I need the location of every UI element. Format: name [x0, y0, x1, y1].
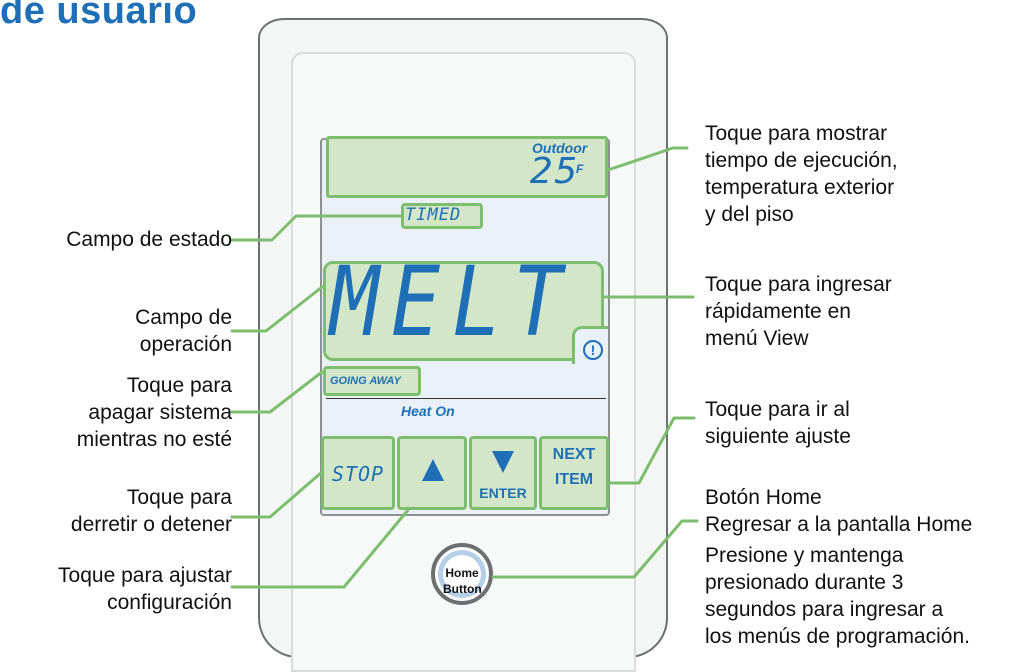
leader-line-stop	[230, 470, 324, 519]
operation-mode-text: MELT	[330, 246, 575, 358]
callout-going-away: Toque para apagar sistema mientras no es…	[76, 374, 232, 451]
outdoor-label: Outdoor	[532, 140, 588, 156]
going-away-label: GOING AWAY	[330, 375, 401, 387]
down-arrow-icon	[492, 451, 514, 473]
next-item-button[interactable]: NEXT ITEM	[539, 436, 609, 510]
callout-operation-field: Campo de operación	[135, 306, 232, 356]
leader-line-outdoor	[606, 146, 689, 172]
callout-status-field: Campo de estado	[66, 228, 232, 251]
divider	[326, 398, 606, 399]
up-arrow-icon	[422, 459, 444, 481]
home-button[interactable]: Home Button	[431, 543, 493, 605]
status-text: TIMED	[405, 205, 462, 225]
heat-status: Heat On	[401, 403, 455, 419]
leader-line-operation	[230, 285, 324, 333]
operation-field[interactable]	[323, 261, 604, 361]
enter-label: ENTER	[479, 485, 527, 501]
home-button-face: Home Button	[443, 555, 482, 596]
callout-stop: Toque para derretir o detener	[70, 486, 232, 536]
leader-line-away	[230, 370, 324, 414]
callout-view-menu: Toque para ingresar rápidamente en menú …	[705, 273, 892, 350]
callout-outdoor-display: Toque para mostrar tiempo de ejecución, …	[705, 122, 898, 226]
stop-button-label: STOP	[331, 462, 385, 486]
leader-line-adjust	[230, 508, 410, 589]
leader-lines	[230, 146, 699, 589]
home-button-label: Home Button	[443, 566, 482, 596]
callout-home-button: Botón Home Regresar a la pantalla Home	[705, 486, 973, 536]
outdoor-display[interactable]	[326, 136, 608, 198]
leader-line-next	[608, 416, 696, 485]
next-label: NEXT	[552, 446, 596, 463]
page-title: de usuario	[0, 0, 198, 32]
up-button[interactable]	[397, 436, 467, 510]
callout-next-item: Toque para ir al siguiente ajuste	[705, 398, 851, 448]
callout-programming-menus: Presione y mantenga presionado durante 3…	[705, 544, 970, 648]
leader-line-status	[230, 214, 403, 242]
item-label: ITEM	[554, 471, 594, 488]
alert-icon: !	[583, 340, 603, 360]
outdoor-temperature: 25	[529, 151, 580, 192]
going-away-button[interactable]	[323, 366, 421, 396]
temperature-unit: F	[576, 162, 584, 176]
down-enter-button[interactable]: ENTER	[469, 436, 537, 510]
callout-adjust: Toque para ajustar configuración	[58, 564, 232, 614]
leader-line-home	[491, 519, 699, 579]
